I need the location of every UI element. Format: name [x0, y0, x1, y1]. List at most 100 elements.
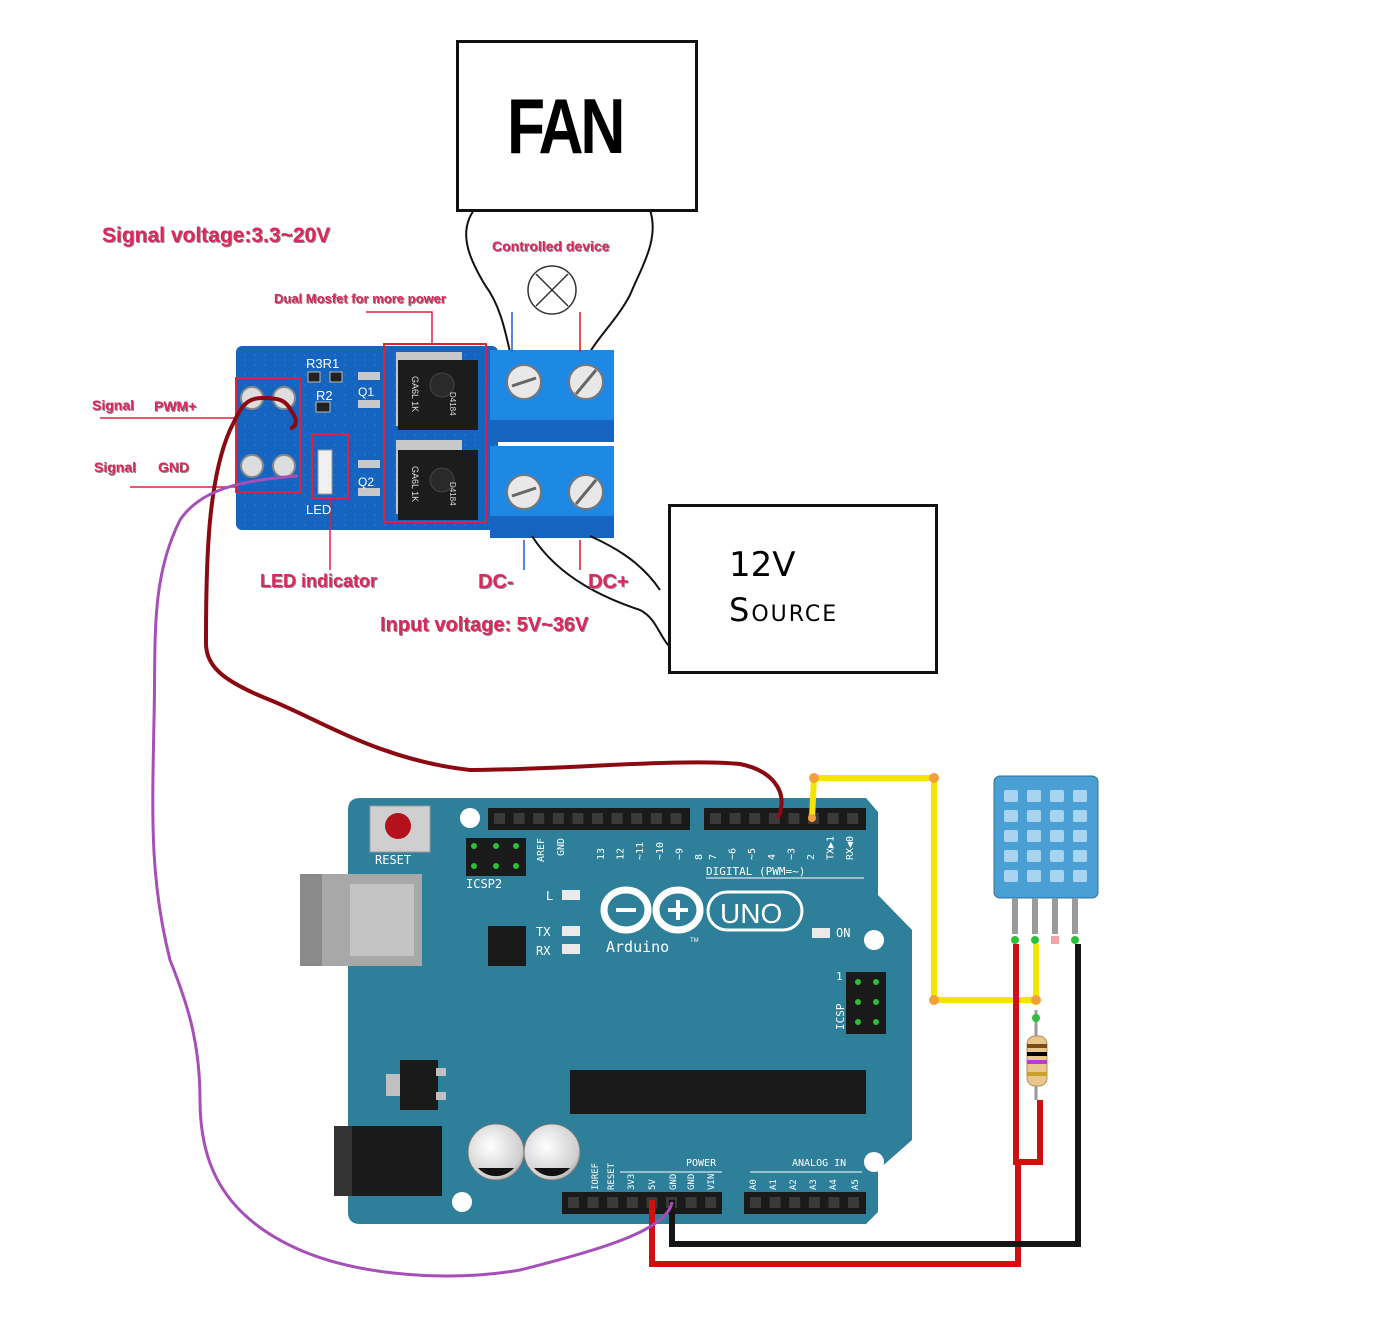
- vent-slot: [1027, 790, 1041, 802]
- socket: [572, 813, 584, 824]
- source-line2: Source: [729, 591, 839, 629]
- rx-label: RX: [536, 944, 551, 958]
- source-line1: 12V: [729, 545, 796, 585]
- socket: [705, 1197, 717, 1208]
- silk-r2: R2: [316, 388, 333, 403]
- analog-header: [744, 1192, 866, 1214]
- socket: [670, 813, 682, 824]
- voltage-regulator: [386, 1060, 446, 1110]
- silk-led: LED: [306, 502, 331, 517]
- icsp-1-label: 1: [836, 970, 843, 983]
- dht-grille: [1004, 790, 1087, 882]
- wire-pwm-maroon: [203, 395, 784, 819]
- pin-label: 13: [596, 848, 607, 860]
- vent-slot: [1004, 790, 1018, 802]
- source-leads: [531, 535, 679, 653]
- dc-plus-label: DC+: [588, 571, 629, 593]
- pin-label: ~5: [747, 848, 758, 860]
- pin-label: RESET: [607, 1162, 617, 1190]
- signal-gnd-label: Signal: [94, 459, 137, 475]
- pin-label: TX▶1: [826, 836, 837, 860]
- pin-label: A5: [851, 1179, 861, 1190]
- wire-gnd-purple: [151, 474, 674, 1278]
- pin-label: GND: [669, 1174, 679, 1190]
- socket: [513, 813, 525, 824]
- arduino-logo: [600, 886, 804, 934]
- vent-slot: [1050, 850, 1064, 862]
- pin-label: RX◀0: [845, 836, 856, 860]
- vent-slot: [1050, 790, 1064, 802]
- socket: [729, 813, 741, 824]
- brand-label: Arduino: [606, 938, 669, 956]
- socket: [848, 1197, 859, 1208]
- digital-label: DIGITAL (PWM=~): [706, 865, 805, 878]
- usb-port: [300, 874, 422, 966]
- wire-ground-black: [669, 944, 1081, 1247]
- socket: [631, 813, 643, 824]
- on-label: ON: [836, 926, 850, 940]
- fan-leads: [465, 204, 654, 353]
- signal-pwm-label: Signal: [92, 397, 135, 413]
- socket: [749, 813, 761, 824]
- vent-slot: [1027, 870, 1041, 882]
- vent-slot: [1004, 830, 1018, 842]
- callout-lines: [100, 311, 581, 570]
- socket: [769, 1197, 781, 1208]
- wire-5v-red: [649, 944, 1043, 1267]
- icsp2-label: ICSP2: [466, 877, 502, 891]
- pin-label: 8: [694, 854, 705, 860]
- silk-q2: Q2: [358, 475, 374, 489]
- socket: [710, 813, 721, 824]
- small-chip: [488, 926, 526, 966]
- power-label: POWER: [686, 1158, 717, 1169]
- icsp2-header: [466, 838, 526, 876]
- pin-label: ~11: [635, 842, 646, 860]
- pin-label: A4: [829, 1179, 839, 1190]
- vent-slot: [1050, 830, 1064, 842]
- pin-label: A2: [789, 1179, 799, 1190]
- socket: [552, 813, 564, 824]
- pin-label: 7: [708, 854, 719, 860]
- vent-slot: [1027, 850, 1041, 862]
- mosfet-q2: [396, 440, 478, 520]
- lamp-symbol: [511, 265, 581, 352]
- vent-slot: [1004, 810, 1018, 822]
- pin-label: ~9: [674, 848, 685, 860]
- reset-label: RESET: [375, 853, 411, 867]
- vent-slot: [1073, 870, 1087, 882]
- socket: [533, 813, 545, 824]
- uno-label: UNO: [720, 898, 782, 929]
- input-voltage-label: Input voltage: 5V~36V: [380, 614, 589, 636]
- pin-label: A3: [809, 1179, 819, 1190]
- mosfet-q1-code: D4184: [448, 392, 457, 416]
- fan-box: FAN: [456, 40, 698, 212]
- dc-jack: [334, 1126, 442, 1196]
- led-l-label: L: [546, 889, 553, 903]
- mosfet-q2-code: D4184: [448, 482, 457, 506]
- analog-in-label: ANALOG IN: [792, 1158, 846, 1169]
- controlled-device-label: Controlled device: [492, 238, 610, 254]
- dual-mosfet-label: Dual Mosfet for more power: [274, 291, 446, 306]
- socket: [750, 1197, 761, 1208]
- socket: [685, 1197, 697, 1208]
- pin-label: A1: [769, 1179, 779, 1190]
- fan-label: FAN: [507, 82, 625, 170]
- reset-button[interactable]: [369, 805, 431, 853]
- led-indicator-label: LED indicator: [260, 571, 378, 591]
- pin-label: A0: [749, 1179, 759, 1190]
- vent-slot: [1073, 810, 1087, 822]
- socket: [587, 1197, 599, 1208]
- dual-mosfet-box: [383, 343, 487, 523]
- source-box: 12V Source: [668, 504, 938, 674]
- socket: [592, 813, 603, 824]
- socket: [828, 1197, 840, 1208]
- socket: [611, 813, 623, 824]
- socket: [626, 1197, 638, 1208]
- socket: [788, 813, 800, 824]
- pin-label: 2: [806, 854, 817, 860]
- pin-label: ~10: [655, 842, 666, 860]
- pin-label: VIN: [707, 1174, 717, 1190]
- silk-q1: Q1: [358, 385, 374, 399]
